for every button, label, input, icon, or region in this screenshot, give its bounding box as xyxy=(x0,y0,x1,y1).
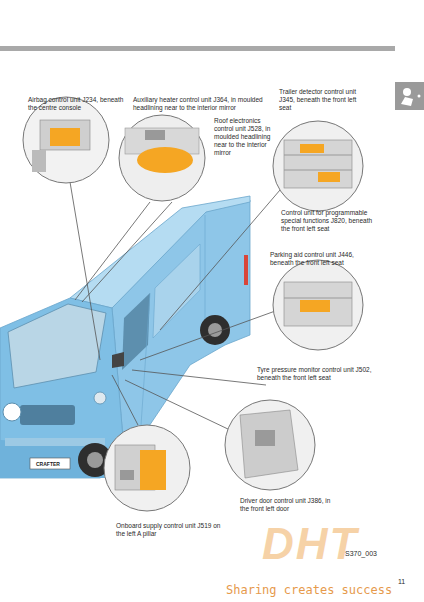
page-number: 11 xyxy=(398,578,405,587)
callout-label: Trailer detector control unit J345, bene… xyxy=(279,88,359,112)
watermark: DHT xyxy=(262,522,358,566)
callout-label: Airbag control unit J234, beneath the ce… xyxy=(28,96,128,112)
header-bar xyxy=(0,46,395,51)
callout-label: Tyre pressure monitor control unit J502,… xyxy=(257,366,373,382)
leader-lines xyxy=(70,182,280,430)
detail-circles xyxy=(23,97,363,511)
callout-label: Roof electronics control unit J528, in m… xyxy=(214,117,274,157)
callout-label: Auxiliary heater control unit J364, in m… xyxy=(133,96,283,112)
tab-icon xyxy=(418,95,421,98)
tab-icon xyxy=(403,88,411,96)
callout-label: Onboard supply control unit J519 on the … xyxy=(116,522,226,538)
section-tab xyxy=(395,82,424,110)
watermark: Sharing creates success xyxy=(226,584,392,596)
number-plate xyxy=(30,458,70,469)
callout-label: Control unit for programmable special fu… xyxy=(281,209,381,233)
callout-label: Parking aid control unit J446, beneath t… xyxy=(270,251,370,267)
callout-label: Driver door control unit J386, in the fr… xyxy=(240,497,340,513)
tab-icon xyxy=(401,97,413,106)
number-plate-text: CRAFTER xyxy=(36,461,60,467)
